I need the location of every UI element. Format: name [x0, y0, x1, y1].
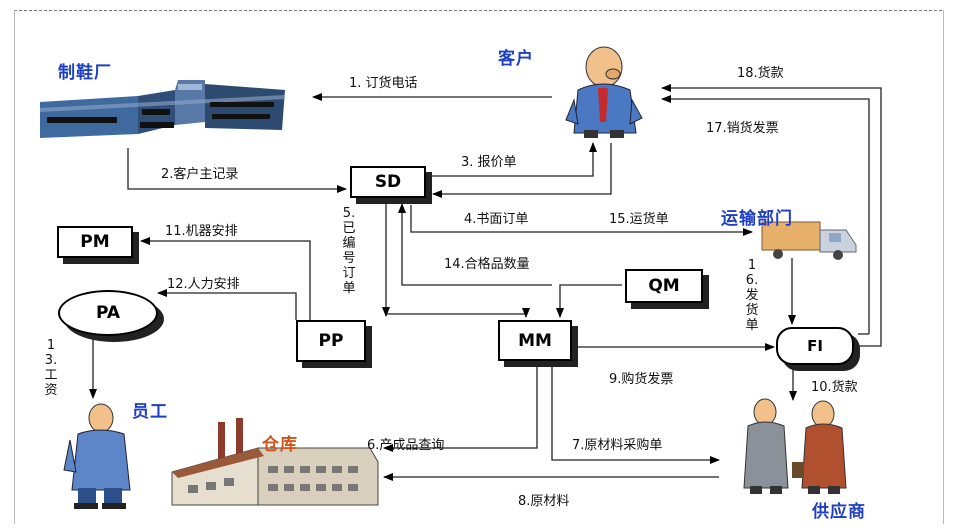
flow-14-label: 14.合格品数量 — [444, 257, 530, 272]
entity-employee-label: 员工 — [132, 402, 168, 422]
flow-13-label: 13.工资 — [44, 338, 58, 398]
flow-7-line — [551, 359, 720, 464]
flow-17-18-inner — [661, 95, 870, 334]
flow-9-label: 9.购货发票 — [609, 372, 674, 387]
flow-4-label: 4.书面订单 — [464, 212, 529, 227]
flow-2-label: 2.客户主记录 — [161, 167, 239, 182]
module-pa-box: PA — [58, 290, 158, 336]
left-border — [14, 10, 15, 524]
top-border — [14, 10, 942, 11]
module-mm-box: MM — [498, 320, 572, 361]
flow-5-label: 5.已编号订单 — [342, 206, 356, 296]
module-pm-box: PM — [57, 226, 133, 258]
entity-transport-label: 运输部门 — [721, 209, 793, 229]
flow-6-line — [383, 359, 538, 452]
flow-10-label: 10.货款 — [811, 380, 858, 395]
flow-pp-mm-line — [386, 308, 530, 318]
module-sd-box: SD — [350, 166, 426, 198]
flow-11-label: 11.机器安排 — [165, 224, 238, 239]
flow-2-line — [127, 148, 347, 193]
flow-15-line — [410, 205, 753, 236]
flow-12-line — [157, 289, 297, 320]
flow-7-label: 7.原材料采购单 — [572, 438, 663, 453]
right-border — [943, 10, 944, 524]
flow-12-label: 12.人力安排 — [167, 277, 240, 292]
module-qm-box: QM — [625, 269, 703, 303]
flow-17-label: 17.销货发票 — [706, 121, 779, 136]
flow-qm-line — [556, 284, 622, 318]
flow-18-label: 18.货款 — [737, 66, 784, 81]
entity-warehouse-label: 仓库 — [262, 435, 298, 455]
flow-17-18-line — [661, 84, 882, 347]
flow-8-label: 8.原材料 — [518, 494, 570, 509]
flow-15-label: 15.运货单 — [609, 212, 669, 227]
entity-factory-label: 制鞋厂 — [58, 63, 112, 83]
flow-3-label: 3. 报价单 — [461, 155, 517, 170]
flow-3-line — [426, 142, 597, 177]
flow-14-line — [398, 203, 552, 286]
flow-1-label: 1. 订货电话 — [349, 76, 418, 91]
flow-16-label: 16.发货单 — [745, 258, 759, 333]
module-pp-box: PP — [296, 320, 366, 362]
entity-customer-label: 客户 — [498, 49, 534, 69]
flow-6-label: 6.产成品查询 — [367, 438, 445, 453]
module-fi-box: FI — [776, 327, 854, 365]
flow-4-line — [432, 143, 612, 198]
flow-11-line — [140, 237, 311, 320]
entity-supplier-label: 供应商 — [812, 502, 866, 522]
